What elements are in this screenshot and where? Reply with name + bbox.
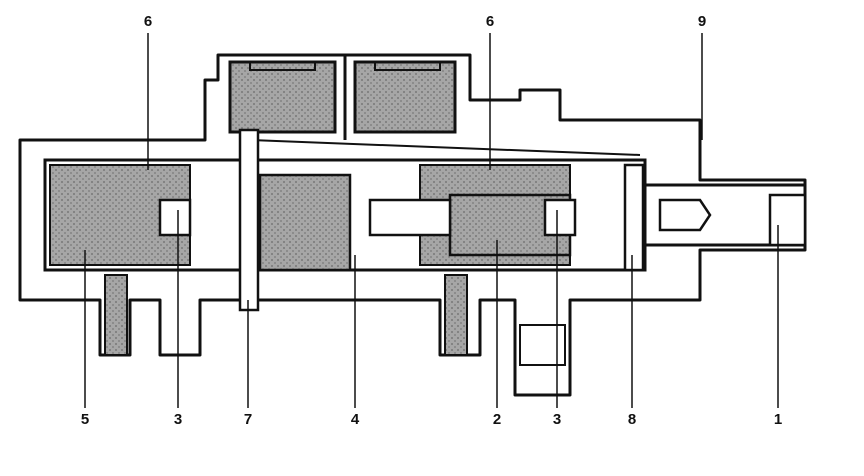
seals <box>158 163 645 272</box>
stop-screw <box>238 128 260 312</box>
callout-9: 9 <box>697 13 707 30</box>
callout-3-left: 3 <box>173 411 183 428</box>
callout-4: 4 <box>350 411 360 428</box>
housing-outline <box>18 53 807 397</box>
callout-6-right: 6 <box>485 13 495 30</box>
reservoir <box>228 55 457 140</box>
leader-lines <box>84 33 779 408</box>
push-rod <box>643 183 807 247</box>
primary-piston <box>258 173 352 272</box>
callout-8: 8 <box>627 411 637 428</box>
callout-5: 5 <box>80 411 90 428</box>
callout-6-left: 6 <box>143 13 153 30</box>
callout-7: 7 <box>243 411 253 428</box>
outlet-ports <box>104 274 566 366</box>
callout-3-right: 3 <box>552 411 562 428</box>
callout-1: 1 <box>773 411 783 428</box>
callout-2: 2 <box>492 411 502 428</box>
